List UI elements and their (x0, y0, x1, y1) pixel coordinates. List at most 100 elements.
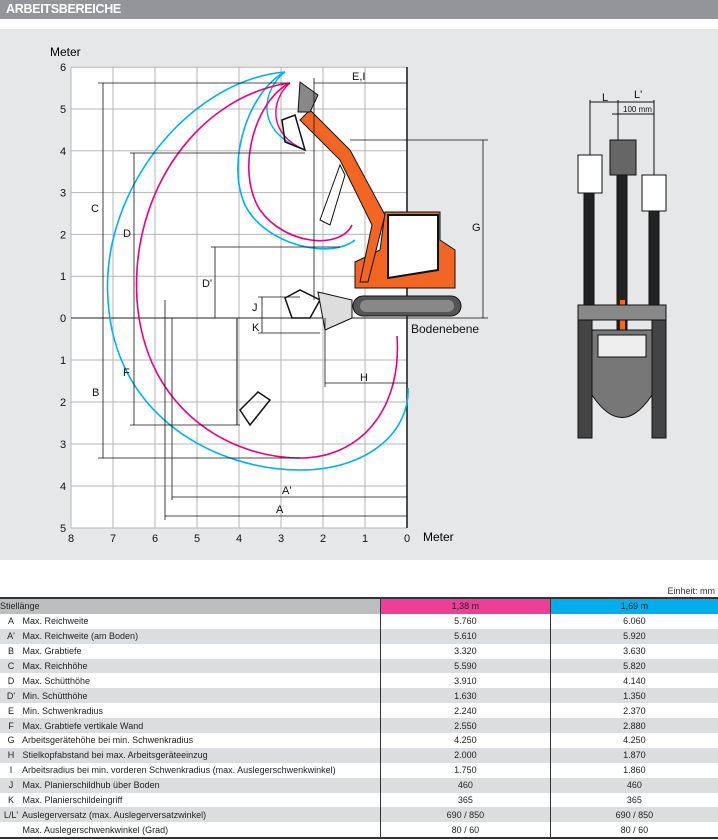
value-arm-169: 2.370 (549, 703, 718, 719)
value-arm-169: 4.140 (549, 673, 718, 689)
dim-label-j: J (252, 302, 258, 314)
value-arm-138: 1.630 (380, 688, 551, 704)
value-arm-138: 3.320 (380, 643, 551, 659)
value-arm-138: 2.000 (380, 747, 551, 763)
value-arm-169: 1.350 (549, 688, 718, 704)
value-arm-138: 80 / 60 (380, 822, 551, 840)
row-label-cell: Max. Auslegerschwenkwinkel (Grad) (0, 822, 381, 840)
row-label-cell: D Max. Schütthöhe (0, 673, 381, 688)
y-axis-label: Meter (50, 45, 81, 59)
x-tick-label: 5 (194, 533, 200, 545)
row-label-cell: K Max. Planierschildeingriff (0, 793, 381, 808)
row-code: F (8, 720, 14, 731)
y-tick-label: 2 (60, 229, 66, 241)
row-label: Arbeitsgerätehöhe bei min. Schwenkradius (22, 735, 194, 746)
table-row: H Stielkopfabstand bei max. Arbeitsgerät… (0, 747, 718, 763)
value-arm-138: 3.910 (380, 673, 551, 689)
row-label: Arbeitsradius bei min. vorderen Schwenkr… (22, 765, 336, 776)
y-tick-label: 5 (60, 523, 66, 535)
y-tick-label: 1 (60, 355, 66, 367)
value-arm-169: 4.250 (549, 733, 718, 748)
row-label: Max. Auslegerschwenkwinkel (Grad) (22, 824, 169, 835)
value-arm-169: 5.820 (549, 658, 718, 674)
y-tick-label: 4 (60, 146, 66, 158)
row-code: A' (7, 631, 15, 642)
dim-label-e-i: E,I (352, 71, 365, 83)
row-label-cell: C Max. Reichhöhe (0, 658, 381, 674)
row-code: G (7, 735, 15, 746)
row-label-cell: L/L' Auslegerversatz (max. Auslegerversa… (0, 807, 381, 823)
y-tick-label: 4 (60, 481, 66, 493)
value-arm-169: 690 / 850 (549, 807, 718, 823)
row-code: D (7, 675, 15, 686)
row-label: Max. Reichweite (22, 616, 89, 627)
value-arm-138: 365 (380, 792, 551, 808)
row-label-cell: B Max. Grabtiefe (0, 644, 381, 659)
y-tick-label: 6 (60, 62, 66, 74)
dim-label-c: C (91, 203, 99, 215)
value-arm-138: 4.250 (380, 733, 551, 748)
x-tick-label: 6 (152, 533, 158, 545)
row-label-cell: F Max. Grabtiefe vertikale Wand (0, 718, 381, 734)
row-label-cell: G Arbeitsgerätehöhe bei min. Schwenkradi… (0, 733, 381, 748)
table-row: I Arbeitsradius bei min. vorderen Schwen… (0, 762, 718, 778)
table-header-row: Stiellänge 1,38 m 1,69 m (0, 597, 718, 614)
value-arm-138: 1.750 (380, 762, 551, 778)
value-arm-138: 5.610 (380, 628, 551, 644)
value-arm-138: 690 / 850 (380, 807, 551, 823)
dim-label-h: H (360, 372, 368, 384)
row-code: B (7, 646, 14, 657)
row-label: Auslegerversatz (max. Auslegerversatzwin… (22, 809, 207, 820)
row-code: K (7, 795, 14, 806)
dim-label-b: B (92, 387, 99, 399)
row-code: E (7, 705, 14, 716)
header-label: Stiellänge (0, 597, 381, 614)
row-label: Min. Schwenkradius (22, 705, 104, 716)
dim-label-d-prime: D' (202, 278, 212, 290)
x-tick-label: 3 (278, 533, 284, 545)
y-tick-label: 3 (60, 188, 66, 200)
row-code: A (7, 616, 14, 627)
ground-label: Bodenebene (411, 322, 479, 336)
value-arm-138: 2.240 (380, 703, 551, 719)
row-label: Max. Reichweite (am Boden) (22, 631, 139, 642)
dim-label-f: F (123, 367, 130, 379)
envelope-138-inner (248, 82, 353, 242)
row-label: Max. Schütthöhe (22, 675, 91, 686)
dimension-lines (98, 78, 488, 520)
value-arm-169: 5.920 (549, 628, 718, 644)
specifications-table: Stiellänge 1,38 m 1,69 m A Max. Reichwei… (0, 597, 718, 840)
x-tick-label: 2 (320, 533, 326, 545)
offset-label: 100 mm (623, 105, 652, 114)
x-tick-label: 0 (404, 533, 410, 545)
x-tick-label: 4 (236, 533, 242, 545)
row-label-cell: D' Min. Schütthöhe (0, 688, 381, 704)
y-tick-label: 1 (60, 271, 66, 283)
row-label: Max. Reichhöhe (22, 661, 88, 671)
value-arm-169: 2.880 (549, 718, 718, 734)
value-arm-138: 5.590 (380, 658, 551, 674)
dim-label-a: A (276, 504, 284, 516)
x-tick-label: 7 (110, 533, 116, 545)
unit-label: Einheit: mm (667, 586, 715, 596)
row-code: I (9, 765, 13, 776)
value-arm-138: 2.550 (380, 718, 551, 734)
dim-label-d: D (123, 228, 131, 240)
row-code: J (8, 780, 14, 791)
y-tick-label: 3 (60, 439, 66, 451)
y-tick-label: 2 (60, 397, 66, 409)
y-tick-label: 5 (60, 104, 66, 116)
row-label: Min. Schütthöhe (22, 690, 88, 701)
row-code: H (7, 750, 15, 761)
dim-label-l: L (602, 92, 608, 104)
row-label-cell: J Max. Planierschildhub über Boden (0, 777, 381, 793)
dim-label-k: K (252, 322, 260, 334)
x-axis-label: Meter (423, 530, 454, 544)
value-arm-169: 1.870 (549, 747, 718, 763)
excavator-top-view (577, 100, 667, 439)
dim-label-a-prime: A' (282, 485, 291, 497)
